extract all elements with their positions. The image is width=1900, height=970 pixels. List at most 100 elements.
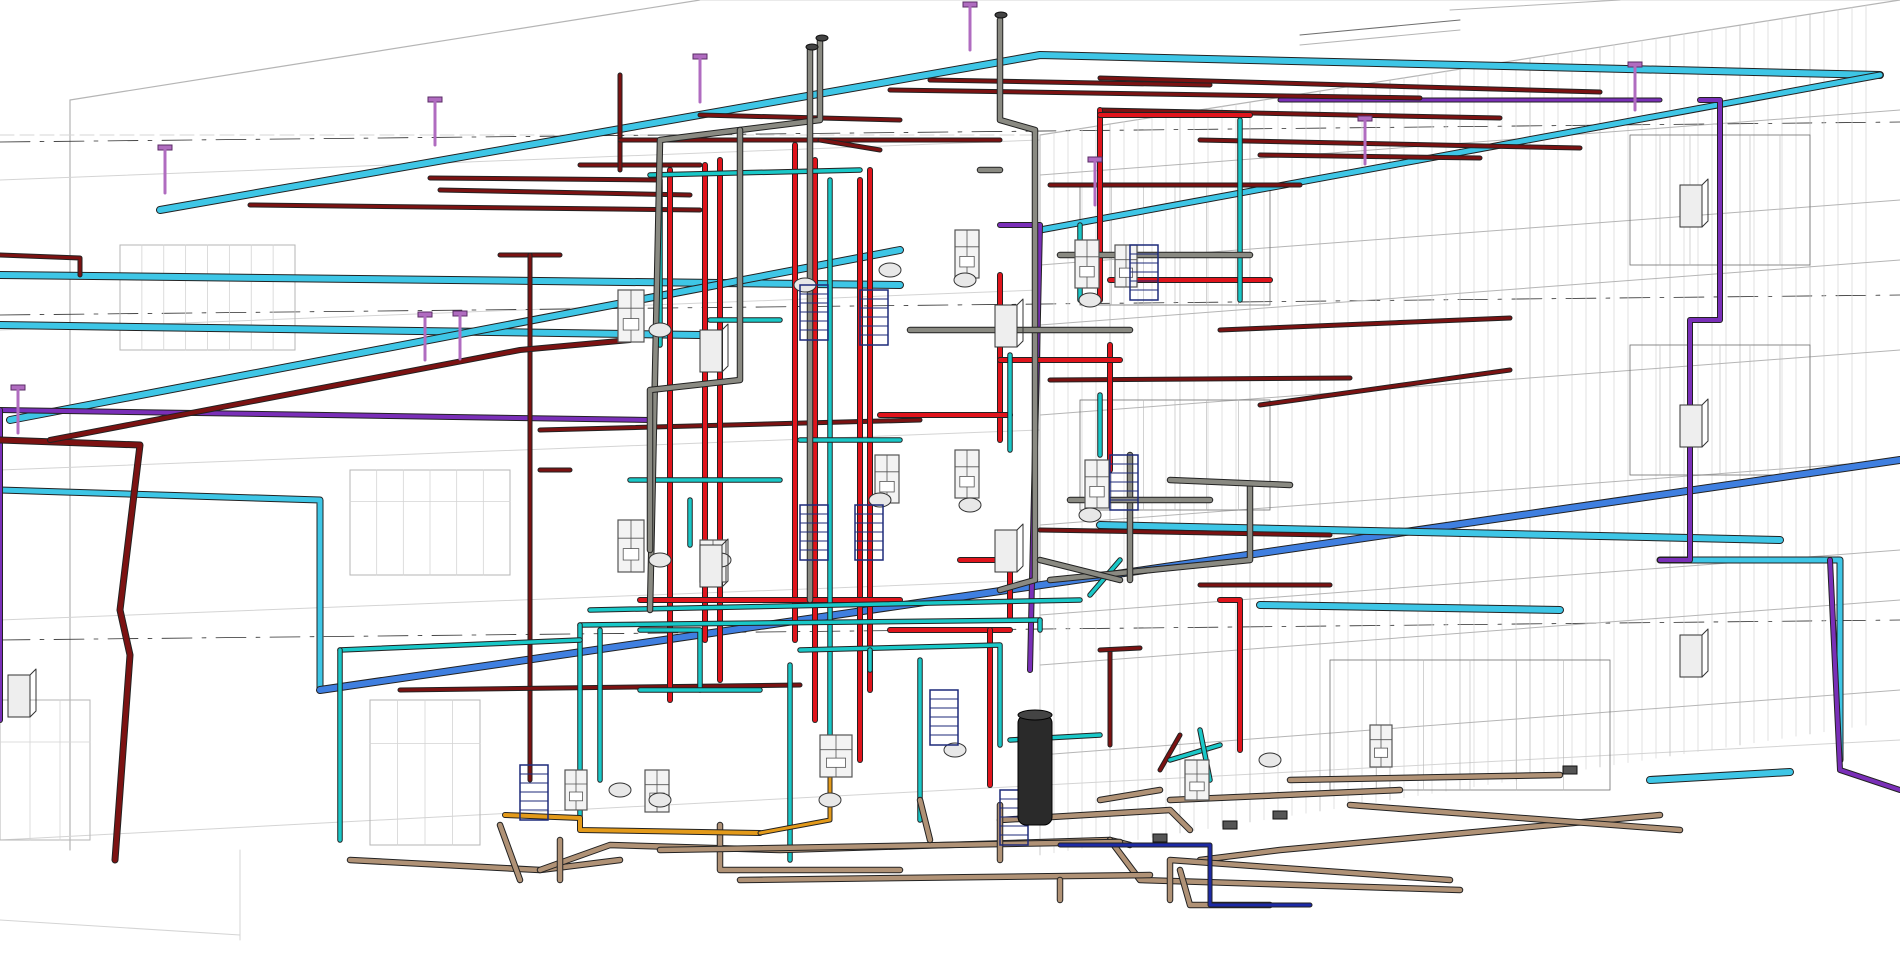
cold-water-main-left	[0, 272, 903, 288]
floor-drain-1	[1562, 765, 1578, 775]
grey-vent-stack-3	[647, 127, 743, 553]
wc-3	[878, 262, 902, 278]
wall-frame-5	[954, 449, 980, 499]
teal-pipe-26	[1168, 743, 1222, 762]
wall-frame-8-panel	[1119, 267, 1134, 278]
cold-water-stub-right	[1647, 769, 1793, 783]
floor-drain-3	[1152, 833, 1168, 843]
cabinet-7-side	[1701, 628, 1709, 678]
wall-frame-2	[1074, 239, 1100, 289]
cold-water-branch-left	[0, 322, 703, 338]
wall-frame-3	[1084, 459, 1110, 509]
roof-skylight	[1299, 19, 1461, 36]
orange-gas-line	[503, 813, 762, 835]
tan-drain-14	[737, 872, 1153, 883]
storage-tank-top	[1017, 709, 1053, 721]
wall-frame-1-panel	[959, 255, 975, 268]
wall-frame-0-panel	[622, 318, 640, 331]
cabinet-2	[699, 544, 723, 588]
tan-drain-13	[657, 839, 1123, 853]
tan-drain-12	[717, 822, 903, 873]
cabinet-6-side	[1701, 398, 1709, 448]
maroon-branch-3	[428, 176, 662, 182]
cold-water-diagonal-right	[1037, 72, 1883, 233]
band-r3	[1039, 459, 1900, 526]
cold-water-main-low	[1257, 602, 1563, 613]
stack-cap-2	[815, 34, 829, 42]
ground-front	[0, 919, 241, 936]
teal-pipe-13	[798, 643, 1002, 747]
tan-drain-8	[997, 807, 1193, 833]
maroon-branch-25	[1048, 376, 1352, 382]
level-2	[0, 294, 1900, 316]
wall-frame-9	[1369, 724, 1393, 768]
maroon-branch-11	[1258, 153, 1482, 160]
band-r2	[1039, 259, 1900, 326]
cabinet-5	[1679, 184, 1703, 228]
tan-drain-9	[1177, 867, 1273, 908]
wall-frame-10-panel	[1189, 781, 1205, 792]
wall-frame-12-panel	[569, 791, 584, 802]
red-riser-17	[1218, 598, 1242, 752]
purple-main-left	[0, 408, 652, 422]
maroon-branch-1	[248, 203, 702, 212]
wall-frame-3-panel	[1089, 485, 1105, 498]
floor-drain-4	[1222, 820, 1238, 830]
maroon-branch-10	[1198, 138, 1582, 150]
tan-drain-4	[1347, 802, 1683, 833]
rack-1	[1129, 244, 1159, 301]
maroon-branch-7	[928, 78, 1212, 87]
cabinet-4-side	[1016, 523, 1024, 573]
wall-frame-12	[564, 769, 588, 811]
maroon-branch-12	[1218, 316, 1512, 332]
cold-water-diagonal-left	[7, 247, 903, 423]
tan-drain-9-outline	[1176, 866, 1274, 909]
band-r1	[1039, 109, 1900, 176]
red-riser-17-outline	[1217, 597, 1243, 753]
teal-pipe-11	[338, 638, 582, 652]
maroon-branch-27	[698, 113, 902, 122]
level-1	[0, 121, 1900, 143]
cabinet-4	[994, 529, 1018, 573]
rack-2	[1109, 454, 1139, 511]
cabinet-5-side	[1701, 178, 1709, 228]
tan-drain-3	[1197, 812, 1663, 863]
cabinet-8-side	[29, 668, 37, 718]
cold-water-main-mid	[1097, 522, 1783, 543]
wc-9	[648, 552, 672, 568]
cabinet-7	[1679, 634, 1703, 678]
grey-vent-stack-6	[1037, 557, 1123, 583]
maroon-branch-22	[1158, 733, 1182, 772]
cold-water-drop-left	[0, 487, 323, 693]
pipe-network	[0, 16, 1900, 909]
storage-tank	[1017, 714, 1053, 826]
maroon-branch-17	[538, 418, 922, 432]
wc-8	[1078, 507, 1102, 523]
tan-drain-6	[1287, 772, 1563, 783]
plumbing-fixtures	[7, 1, 1709, 846]
roof-skylight-2	[1299, 29, 1461, 46]
maroon-downpipe-left	[0, 437, 143, 863]
window-left-ground	[0, 699, 91, 841]
rack-8	[929, 689, 959, 746]
band-r2-sill	[1039, 349, 1900, 416]
slab-l3	[0, 429, 1041, 471]
wc-11	[943, 742, 967, 758]
tan-drain-7	[1167, 857, 1453, 903]
cabinet-1	[699, 329, 723, 373]
stack-cap-3	[994, 11, 1008, 19]
slab-l4	[0, 579, 1041, 621]
wall-frame-10	[1184, 759, 1210, 801]
cabinet-3	[994, 304, 1018, 348]
purple-end-right	[1828, 558, 1900, 792]
rack-7	[519, 764, 549, 821]
maroon-branch-23	[1038, 528, 1332, 537]
wall-frame-9-panel	[1374, 747, 1389, 758]
building-wireframe	[0, 0, 1900, 941]
wc-15	[1258, 752, 1282, 768]
wc-14	[648, 792, 672, 808]
rack-5	[799, 504, 829, 561]
maroon-branch-8	[1098, 76, 1602, 94]
